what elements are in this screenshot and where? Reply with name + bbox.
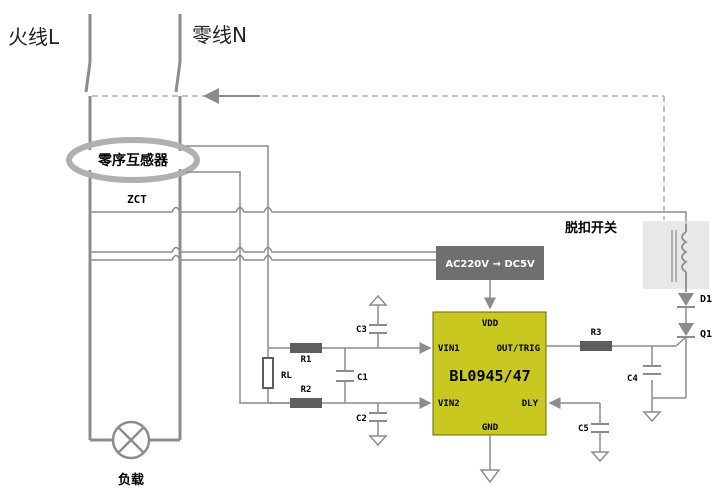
capacitor-c2 [369, 412, 387, 422]
r2-label: R2 [301, 385, 312, 395]
zct-secondary-wires [186, 145, 290, 404]
power-module [436, 246, 544, 280]
capacitor-c3 [369, 324, 387, 334]
pin-vin2: VIN2 [438, 399, 460, 409]
ground-c4 [642, 411, 662, 423]
pin-vin1: VIN1 [438, 344, 460, 354]
zct-core-label: 零序互感器 [97, 152, 169, 169]
ic-name: BL0945/47 [449, 367, 530, 385]
capacitor-c5 [591, 423, 609, 433]
ground-c3 [368, 294, 388, 306]
c2-label: C2 [356, 414, 367, 424]
resistor-rl [262, 357, 274, 389]
capacitor-c1 [336, 370, 354, 382]
pin-gnd: GND [482, 423, 499, 433]
r1-label: R1 [301, 355, 312, 365]
dly-wires [548, 397, 601, 452]
power-module-label: AC220V → DC5V [445, 259, 535, 270]
c1-label: C1 [357, 373, 368, 383]
zct-ring [66, 137, 200, 183]
trip-switch-label: 脱扣开关 [565, 220, 617, 236]
main-conductors [84, 14, 182, 442]
q1-label: Q1 [700, 329, 712, 340]
neutral-wire-label: 零线N [192, 23, 247, 47]
q1-wiring [651, 337, 687, 412]
load-label: 负载 [118, 472, 144, 488]
ground-c5 [590, 451, 610, 463]
d1-label: D1 [700, 294, 712, 305]
trip-coil [671, 224, 688, 292]
ground-c2 [368, 435, 388, 447]
capacitor-c4 [643, 365, 661, 375]
resistor-r2 [290, 398, 322, 408]
supply-wires [90, 206, 687, 261]
pin-dly: DLY [522, 399, 539, 409]
r3-label: R3 [591, 328, 602, 338]
rl-label: RL [281, 371, 292, 381]
input-network-wires [267, 305, 432, 436]
c5-label: C5 [578, 424, 589, 434]
c4-label: C4 [627, 374, 638, 384]
trip-mechanical-link [92, 95, 665, 220]
live-wire-label: 火线L [8, 25, 60, 49]
diode-d1 [677, 293, 695, 308]
zct-label: ZCT [127, 193, 147, 206]
resistor-r3 [580, 341, 612, 351]
pin-out-trig: OUT/TRIG [497, 344, 540, 354]
ic-chip [432, 311, 547, 436]
c3-label: C3 [356, 325, 367, 335]
pin-vdd: VDD [482, 319, 499, 329]
ground-ic [479, 469, 501, 484]
resistor-r1 [290, 343, 322, 353]
load-lamp-icon [111, 420, 151, 460]
